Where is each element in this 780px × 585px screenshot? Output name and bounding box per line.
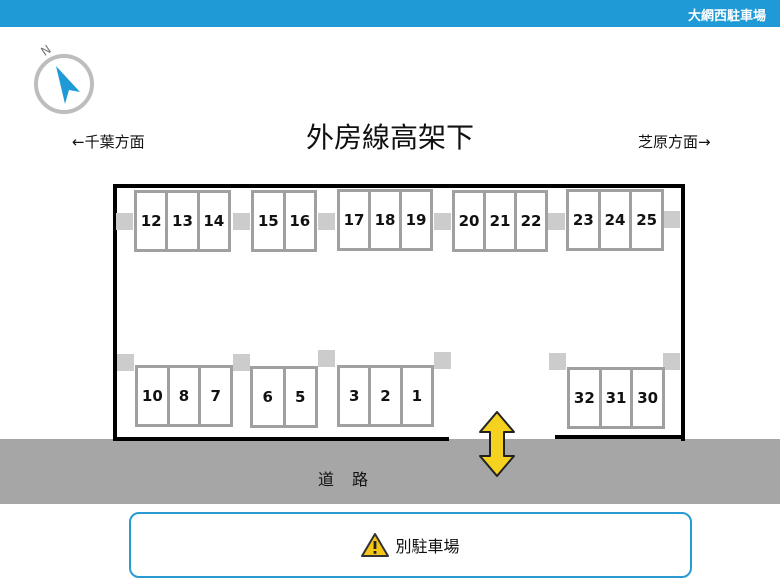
parking-space-16[interactable]: 16 (289, 212, 311, 230)
pillar (233, 213, 250, 230)
parking-group-top-5: 23 24 25 (566, 189, 664, 251)
pillar (663, 211, 680, 228)
parking-space-3[interactable]: 3 (340, 368, 372, 424)
lot-border-left (113, 184, 117, 441)
parking-space-7[interactable]: 7 (210, 387, 221, 405)
lot-border-right (681, 184, 685, 441)
parking-space-31[interactable]: 31 (602, 370, 634, 426)
pillar (434, 352, 451, 369)
parking-space-23[interactable]: 23 (569, 192, 601, 248)
lot-border-bottom-right (555, 435, 685, 439)
parking-group-top-3: 17 18 19 (337, 189, 433, 251)
lot-border-top (113, 184, 685, 188)
parking-group-bottom-1: 10 8 7 (135, 365, 233, 427)
other-parking-lot-button[interactable]: 別駐車場 (129, 512, 692, 578)
parking-space-32[interactable]: 32 (570, 370, 602, 426)
parking-space-5[interactable]: 5 (295, 388, 306, 406)
pillar (233, 354, 250, 371)
pillar (116, 213, 133, 230)
pillar (548, 213, 565, 230)
double-arrow-icon[interactable] (478, 410, 516, 478)
parking-space-19[interactable]: 19 (405, 211, 427, 229)
pillar (663, 353, 680, 370)
road-label: 道路 (318, 470, 387, 489)
road (0, 439, 780, 504)
parking-group-bottom-3: 3 2 1 (337, 365, 434, 427)
pillar (117, 354, 134, 371)
direction-shibahara: 芝原方面→ (638, 133, 711, 151)
parking-space-14[interactable]: 14 (203, 212, 225, 230)
parking-space-17[interactable]: 17 (340, 192, 371, 248)
pillar (318, 350, 335, 367)
lot-border-bottom-left (113, 437, 449, 441)
page-title: 外房線高架下 (305, 121, 474, 154)
parking-space-6[interactable]: 6 (253, 369, 286, 425)
parking-space-2[interactable]: 2 (371, 368, 403, 424)
parking-space-24[interactable]: 24 (601, 192, 633, 248)
parking-space-12[interactable]: 12 (137, 193, 169, 249)
parking-group-bottom-2: 6 5 (250, 366, 318, 428)
parking-group-bottom-4: 32 31 30 (567, 367, 665, 429)
header-title: 大網西駐車場 (687, 9, 766, 24)
parking-space-30[interactable]: 30 (637, 389, 659, 407)
parking-space-20[interactable]: 20 (455, 193, 486, 249)
header-bar: 大網西駐車場 (0, 0, 780, 27)
parking-space-13[interactable]: 13 (168, 193, 200, 249)
parking-space-25[interactable]: 25 (636, 211, 658, 229)
compass-icon: N (34, 44, 94, 114)
pillar (434, 213, 451, 230)
warning-icon (361, 533, 390, 557)
parking-space-22[interactable]: 22 (520, 212, 542, 230)
parking-space-15[interactable]: 15 (254, 193, 286, 249)
other-parking-lot-label: 別駐車場 (395, 537, 460, 556)
pillar (549, 353, 566, 370)
parking-space-10[interactable]: 10 (138, 368, 170, 424)
direction-chiba: ←千葉方面 (72, 133, 145, 151)
parking-space-1[interactable]: 1 (411, 387, 423, 405)
parking-space-8[interactable]: 8 (170, 368, 202, 424)
parking-space-18[interactable]: 18 (371, 192, 402, 248)
compass-north-label: N (38, 44, 53, 59)
parking-space-21[interactable]: 21 (486, 193, 517, 249)
parking-group-top-1: 12 13 14 (134, 190, 231, 252)
pillar (318, 213, 335, 230)
parking-group-top-4: 20 21 22 (452, 190, 548, 252)
parking-group-top-2: 15 16 (251, 190, 317, 252)
